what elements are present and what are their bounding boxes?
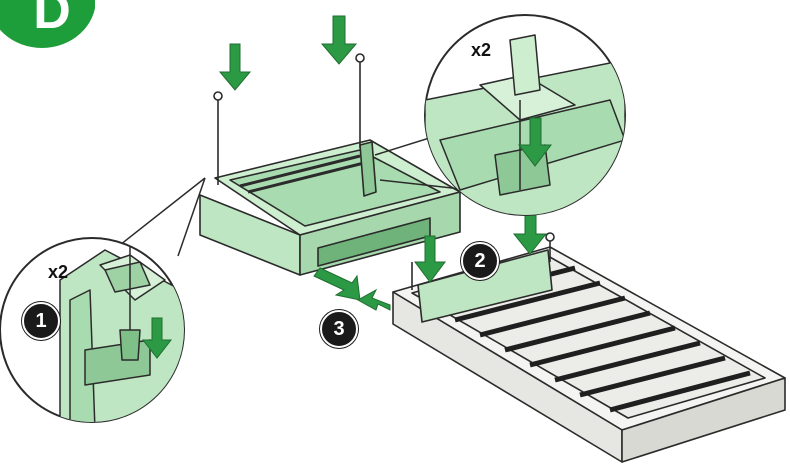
- down-arrow-icon: [218, 43, 252, 91]
- section-letter: D: [33, 0, 71, 40]
- step-2-badge: 2: [461, 242, 499, 280]
- left-detail-callout: [0, 237, 185, 423]
- down-arrow-icon: [517, 117, 553, 167]
- section-badge: D: [0, 0, 95, 50]
- left-arrow-icon: [313, 267, 361, 301]
- upper-drawer-unit: [199, 53, 461, 276]
- down-arrow-icon: [320, 15, 358, 65]
- left-arrow-icon: [356, 288, 391, 311]
- right-quantity-label: x2: [471, 40, 492, 60]
- assembly-arrows: [218, 15, 548, 311]
- lower-tray: [392, 232, 786, 463]
- right-detail-callout: [424, 14, 626, 216]
- step-1-badge: 1: [22, 302, 60, 340]
- down-arrow-icon: [141, 317, 173, 359]
- down-arrow-icon: [414, 235, 446, 283]
- step-3-badge: 3: [320, 310, 358, 348]
- left-quantity-label: x2: [48, 262, 69, 282]
